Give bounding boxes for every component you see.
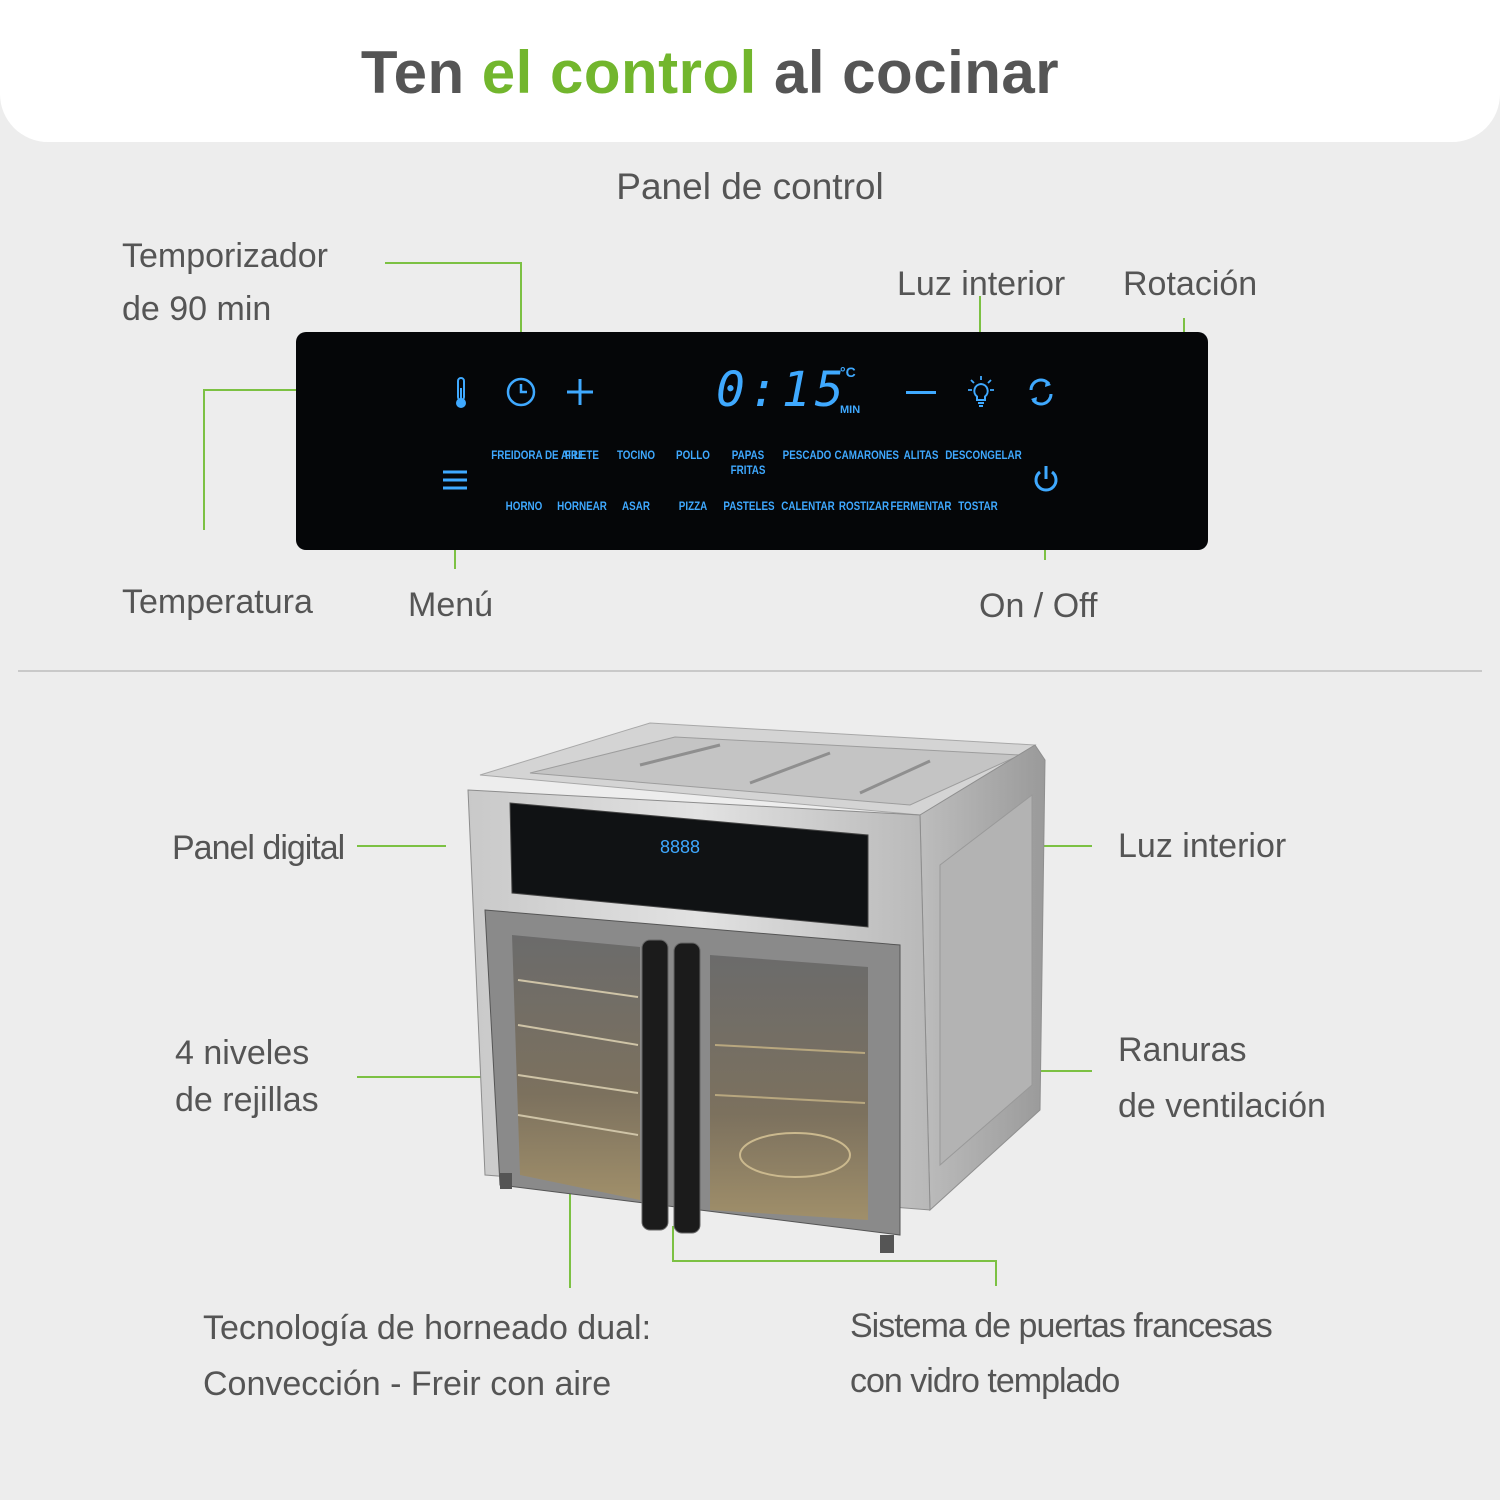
temperature-label: Temperatura <box>122 583 313 621</box>
rotation-connector-vertical <box>1183 318 1185 340</box>
minutes-indicator: MIN <box>840 404 861 416</box>
section-divider <box>18 670 1482 672</box>
minus-icon[interactable] <box>906 390 936 396</box>
preset-hornear[interactable]: HORNEAR <box>557 499 607 513</box>
rotation-label: Rotación <box>1123 265 1258 303</box>
control-panel-heading: Panel de control <box>616 166 884 207</box>
preset-rostizar[interactable]: ROSTIZAR <box>838 499 890 513</box>
title-accent: el control <box>481 39 757 106</box>
time-display: 0:15 <box>716 362 848 418</box>
menu-icon[interactable] <box>442 469 468 491</box>
power-label: On / Off <box>979 587 1098 625</box>
preset-pizza[interactable]: PIZZA <box>678 499 708 513</box>
preset-pollo[interactable]: POLLO <box>676 448 710 462</box>
tech-label-line2: Convección - Freir con aire <box>203 1365 612 1403</box>
timer-connector <box>385 262 522 264</box>
vents-label-line2: de ventilación <box>1118 1087 1326 1125</box>
light-label: Luz interior <box>897 265 1066 303</box>
digital-panel-connector <box>357 845 446 847</box>
air-fryer-oven-image: 8888 <box>467 722 1046 1253</box>
racks-connector <box>357 1076 547 1078</box>
page-title: Ten el control al cocinar <box>360 39 1060 106</box>
preset-tocino[interactable]: TOCINO <box>616 448 656 462</box>
light-connector <box>979 296 981 332</box>
racks-label-line1: 4 niveles <box>175 1034 310 1072</box>
preset-alitas[interactable]: ALITAS <box>903 448 939 462</box>
doors-label-line2: con vidro templado <box>850 1362 1120 1400</box>
thermometer-icon[interactable] <box>451 376 471 410</box>
bulb-icon[interactable] <box>966 375 996 409</box>
preset-filete[interactable]: FILETE <box>565 448 599 462</box>
doors-connector-left <box>672 1226 674 1262</box>
preset-fermentar[interactable]: FERMENTAR <box>890 499 952 513</box>
vents-connector <box>1003 1070 1092 1072</box>
clock-icon[interactable] <box>505 376 537 408</box>
preset-camarones[interactable]: CAMARONES <box>834 448 899 462</box>
control-panel: 0:15 °C MIN FREIDORA DE AIRE FILETE TOCI… <box>296 332 1208 550</box>
timer-connector-vertical <box>520 262 522 360</box>
oven-display-digits: 8888 <box>660 837 700 857</box>
doors-connector-right <box>995 1260 997 1286</box>
temperature-connector-vertical <box>203 389 205 530</box>
power-icon[interactable] <box>1031 464 1061 496</box>
digital-panel-label: Panel digital <box>172 829 345 867</box>
preset-pescado[interactable]: PESCADO <box>782 448 832 462</box>
racks-label-line2: de rejillas <box>175 1081 319 1119</box>
doors-label-line1: Sistema de puertas francesas <box>850 1307 1273 1345</box>
timer-label-line1: Temporizador <box>122 237 328 275</box>
vents-label-line1: Ranuras <box>1118 1031 1247 1069</box>
tech-label-line1: Tecnología de horneado dual: <box>203 1309 652 1347</box>
preset-freidora-de-aire[interactable]: FREIDORA DE AIRE <box>491 448 585 462</box>
doors-connector <box>672 1260 997 1262</box>
preset-papas-fritas[interactable]: PAPAS FRITAS <box>730 448 766 477</box>
preset-calentar[interactable]: CALENTAR <box>781 499 835 513</box>
timer-label-line2: de 90 min <box>122 290 272 328</box>
plus-icon[interactable] <box>565 377 595 407</box>
preset-tostar[interactable]: TOSTAR <box>958 499 998 513</box>
light-connector-bottom <box>1003 845 1092 847</box>
interior-light-label: Luz interior <box>1118 827 1287 865</box>
preset-descongelar[interactable]: DESCONGELAR <box>945 448 1022 462</box>
menu-label: Menú <box>408 586 494 624</box>
preset-pasteles[interactable]: PASTELES <box>723 499 775 513</box>
header-banner <box>0 0 1500 142</box>
celsius-indicator: °C <box>840 364 856 380</box>
preset-asar[interactable]: ASAR <box>622 499 650 513</box>
rotation-icon[interactable] <box>1026 377 1056 407</box>
tech-connector <box>569 1118 571 1288</box>
preset-horno[interactable]: HORNO <box>505 499 543 513</box>
